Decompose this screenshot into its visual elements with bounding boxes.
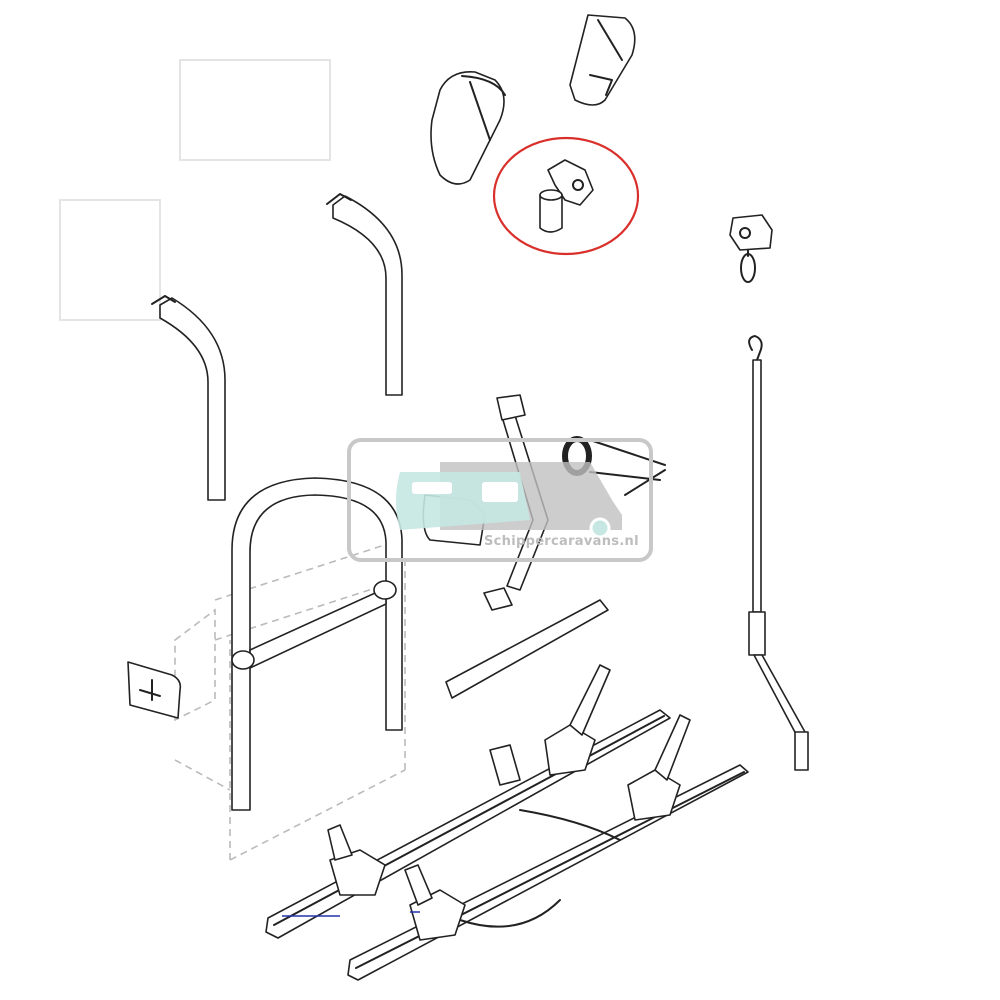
end-cap-left [430, 71, 506, 185]
main-frame [231, 477, 403, 811]
tube-left [151, 295, 226, 501]
highlighted-bracket-part[interactable] [492, 136, 640, 256]
watermark-text: Schippercaravans.nl [484, 534, 639, 549]
support-arm [483, 394, 549, 611]
wheel-holders [327, 664, 691, 941]
watermark-logo [347, 438, 653, 562]
rail-crossbar [459, 809, 621, 928]
rear-frame-outline [174, 539, 406, 861]
faint-background-sketch [59, 59, 331, 321]
strap [445, 599, 609, 699]
mounting-plate [127, 661, 182, 719]
crank-rod [748, 335, 809, 771]
end-cap-right [569, 14, 636, 106]
blue-marker-lines [282, 911, 420, 917]
tube-right [326, 193, 403, 396]
clamp-with-ring [729, 214, 773, 283]
